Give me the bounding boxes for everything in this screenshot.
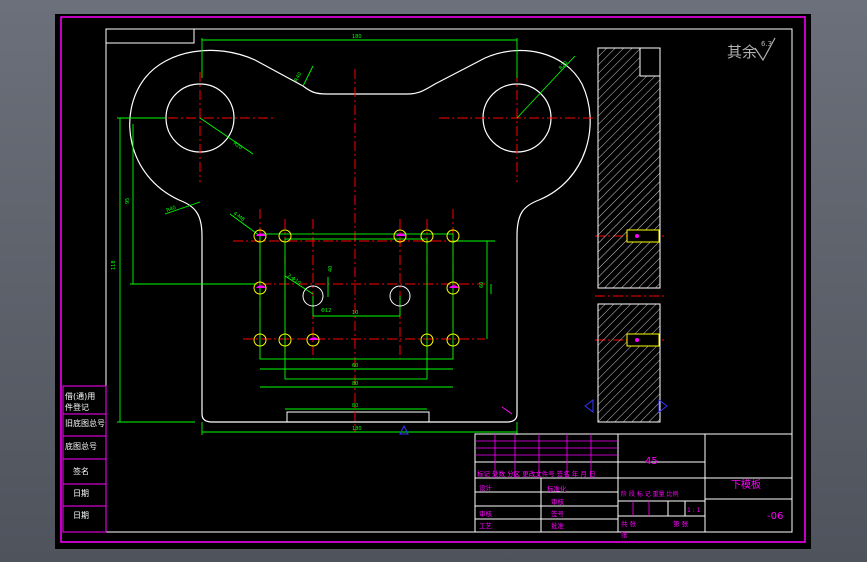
dim-hole-dia: 2-Φ10	[286, 273, 302, 287]
bottom-slot	[286, 411, 430, 422]
title-revision-header: 标记 处数 分区 更改文件号 签名 年 月 日	[477, 469, 595, 478]
dim-radius-top-left: R40	[293, 71, 303, 83]
title-part-name: 下模板	[731, 478, 761, 491]
dim-radius-top-right: R40	[166, 205, 177, 214]
centerlines	[150, 69, 667, 432]
roughness-symbol-icon	[754, 37, 776, 62]
inner-border	[105, 28, 793, 533]
dim-width-mid: 80	[352, 381, 358, 387]
dimension-lines	[117, 38, 576, 435]
section-bolt-mark-1	[635, 234, 639, 238]
section-arrow-left-icon	[584, 399, 594, 413]
section-notch	[639, 47, 661, 77]
surface-note-value: 6.3	[761, 40, 772, 48]
cad-viewport[interactable]: 借(通)用 件登记 旧底图总号 底图总号 签名 日期 日期 其余 6.3	[55, 14, 811, 549]
section-bolt-2	[626, 333, 660, 347]
dim-radius-left: R20	[232, 141, 244, 151]
section-lower	[597, 303, 661, 423]
title-stage-header: 阶 段 标 记 重量 比例	[621, 490, 679, 498]
title-design: 设计	[479, 483, 493, 492]
dim-slot-width: 10	[352, 310, 358, 316]
left-col-label-4: 签名	[73, 466, 89, 476]
section-bolt-mark-2	[635, 338, 639, 342]
datum-symbol-icon	[399, 424, 409, 435]
title-material: 45	[645, 456, 658, 467]
section-upper	[597, 47, 661, 289]
title-approve: 批准	[551, 521, 565, 530]
revision-grid	[475, 434, 650, 516]
left-col-label-3: 底图总号	[65, 441, 97, 451]
dim-inner-height: 40	[328, 266, 334, 272]
title-sheet-total: 共 张	[621, 519, 637, 528]
title-check: 审核	[551, 497, 565, 506]
dim-left-height-inner: 95	[125, 198, 131, 204]
dim-overall-width: 180	[352, 426, 362, 432]
title-seal: 签号	[551, 509, 565, 518]
plate-outline	[129, 49, 591, 423]
left-col-label-5: 日期	[73, 489, 89, 498]
dim-center-hole: Φ12	[321, 308, 331, 314]
surface-note-text: 其余	[727, 43, 757, 61]
left-col-label-0: 借(通)用	[65, 391, 95, 401]
title-process: 工艺	[479, 522, 493, 530]
bottom-datum-line	[501, 406, 513, 415]
title-drawing-number: -06	[767, 511, 783, 522]
dim-hole-pitch: 4-M8	[232, 211, 246, 223]
dim-top-width: 180	[352, 34, 362, 40]
title-review: 审核	[479, 509, 493, 518]
drawing-canvas[interactable]: 借(通)用 件登记 旧底图总号 底图总号 签名 日期 日期 其余 6.3	[55, 14, 811, 549]
dim-left-height: 118	[111, 260, 117, 270]
left-col-label-2: 旧底图总号	[65, 418, 105, 428]
title-sheet-no: 第 张	[673, 519, 689, 528]
dim-right-height: 60	[479, 282, 485, 288]
center-hole-left	[302, 285, 324, 307]
title-block	[474, 433, 793, 533]
title-sheet-tail: 张	[621, 530, 628, 539]
title-scale: 1 : 1	[687, 507, 701, 514]
section-bolt-1	[626, 229, 660, 243]
section-arrow-right-icon	[658, 399, 668, 413]
dim-width-inner: 60	[352, 363, 358, 369]
dim-radius-right: R20	[558, 60, 569, 71]
corner-code-box	[105, 28, 195, 44]
left-col-label-6: 日期	[73, 511, 89, 520]
left-binding-table	[62, 385, 107, 533]
left-col-label-1: 件登记	[65, 402, 89, 412]
outer-border	[60, 16, 806, 543]
center-hole-right	[389, 285, 411, 307]
hole-tap-marks	[256, 233, 459, 340]
dim-bottom-width: 80	[352, 403, 358, 409]
title-standardization: 标准化	[547, 484, 567, 493]
